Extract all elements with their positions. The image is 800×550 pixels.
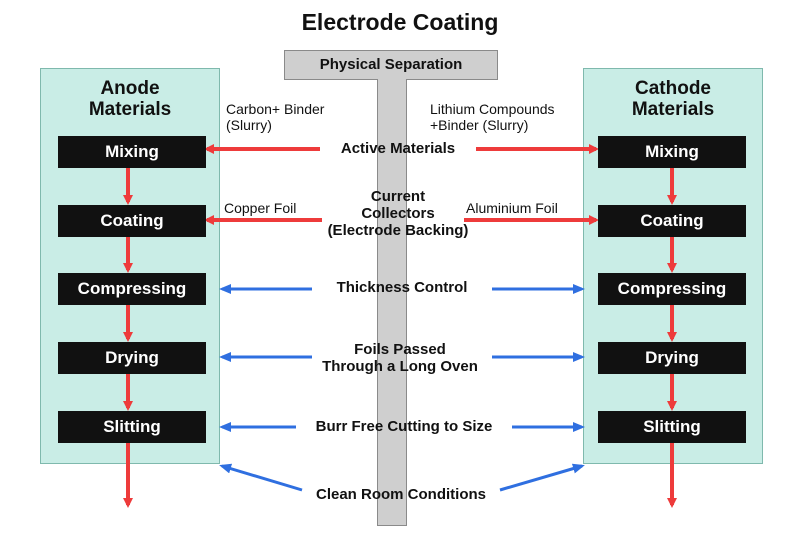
cathode-step-mixing: Mixing bbox=[598, 136, 746, 168]
diagram-title: Electrode Coating bbox=[301, 9, 499, 35]
separator-label: Physical Separation bbox=[319, 56, 463, 73]
anode-heading: Anode Materials bbox=[88, 78, 172, 121]
anode-step-slitting: Slitting bbox=[58, 411, 206, 443]
anode-step-mixing: Mixing bbox=[58, 136, 206, 168]
anode-step-coating: Coating bbox=[58, 205, 206, 237]
active-materials-label: Active Materials bbox=[340, 140, 456, 157]
clean-room-arrow-right bbox=[499, 463, 585, 492]
clean-room-arrow-left bbox=[219, 463, 303, 492]
anode-step-drying: Drying bbox=[58, 342, 206, 374]
anode-foil-note: Copper Foil bbox=[224, 200, 297, 216]
separator-top-bar bbox=[284, 50, 498, 80]
cathode-step-compressing: Compressing bbox=[598, 273, 746, 305]
foils-passed-label: Foils Passed Through a Long Oven bbox=[322, 341, 478, 375]
cathode-foil-note: Aluminium Foil bbox=[466, 200, 558, 216]
thickness-control-label: Thickness Control bbox=[336, 279, 468, 296]
cathode-step-slitting: Slitting bbox=[598, 411, 746, 443]
burr-free-label: Burr Free Cutting to Size bbox=[315, 418, 493, 435]
anode-step-compressing: Compressing bbox=[58, 273, 206, 305]
cathode-step-coating: Coating bbox=[598, 205, 746, 237]
cathode-slurry-note: Lithium Compounds +Binder (Slurry) bbox=[430, 101, 555, 133]
separator-stem bbox=[377, 79, 407, 526]
cathode-step-drying: Drying bbox=[598, 342, 746, 374]
clean-room-label: Clean Room Conditions bbox=[316, 486, 486, 503]
current-collectors-label: Current Collectors (Electrode Backing) bbox=[327, 188, 469, 239]
cathode-heading: Cathode Materials bbox=[631, 78, 715, 121]
anode-slurry-note: Carbon+ Binder (Slurry) bbox=[226, 101, 325, 133]
